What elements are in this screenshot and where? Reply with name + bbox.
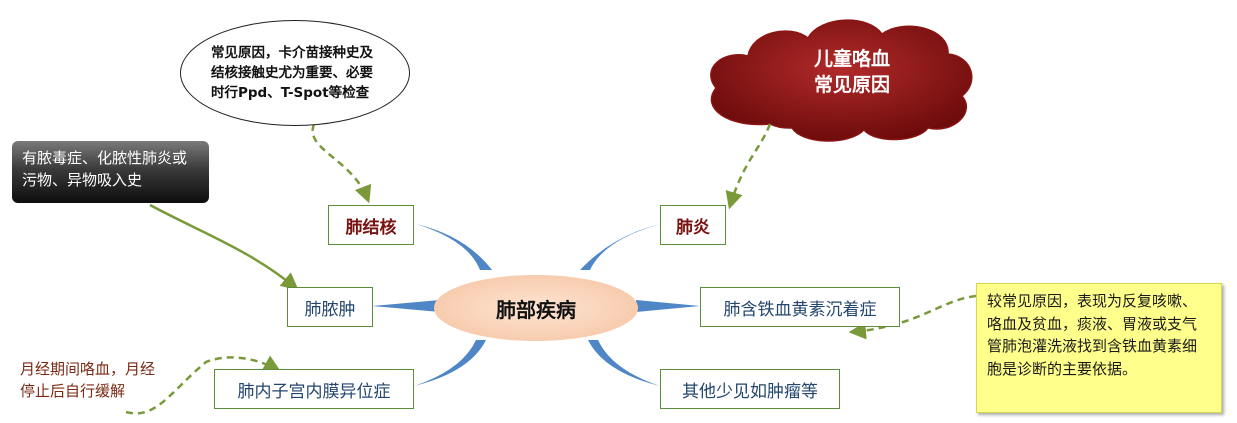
node-hemosiderosis[interactable]: 肺含铁血黄素沉着症 [700, 287, 900, 327]
connector-tb [311, 123, 372, 204]
connector-hemosiderosis [848, 294, 977, 340]
branch-endometriosis [414, 340, 486, 386]
cloud-shape [710, 19, 973, 142]
abscess-note-box: 有脓毒症、化脓性肺炎或污物、异物吸入史 [12, 141, 209, 203]
node-endometriosis-label: 肺内子宫内膜异位症 [237, 381, 391, 402]
cloud-title-line2: 常见原因 [813, 74, 890, 96]
center-node[interactable]: 肺部疾病 [434, 275, 638, 341]
tb-note-text: 常见原因，卡介苗接种史及结核接触史尤为重要、必要时行Ppd、T-Spot等检查 [211, 45, 373, 101]
connector-cloud [725, 123, 772, 210]
node-pneumonia-label: 肺炎 [676, 217, 710, 238]
node-tb-label: 肺结核 [345, 217, 397, 238]
branch-tb [416, 224, 492, 270]
node-hemosiderosis-label: 肺含铁血黄素沉着症 [723, 299, 877, 320]
dashed-connectors [125, 123, 977, 415]
connector-endometriosis [125, 355, 282, 415]
node-tb[interactable]: 肺结核 [328, 205, 414, 245]
endometriosis-note: 月经期间咯血，月经停止后自行缓解 [20, 358, 164, 402]
cloud-title: 儿童咯血 常见原因 [790, 46, 914, 98]
branch-tumor [588, 340, 660, 386]
cloud-title-line1: 儿童咯血 [813, 48, 890, 70]
node-tumor[interactable]: 其他少见如肿瘤等 [660, 369, 840, 409]
center-label: 肺部疾病 [496, 297, 576, 322]
tb-note-ellipse: 常见原因，卡介苗接种史及结核接触史尤为重要、必要时行Ppd、T-Spot等检查 [180, 20, 410, 126]
node-endometriosis[interactable]: 肺内子宫内膜异位症 [214, 369, 414, 409]
node-abscess[interactable]: 肺脓肿 [287, 287, 373, 327]
abscess-note-text: 有脓毒症、化脓性肺炎或污物、异物吸入史 [22, 149, 188, 189]
node-tumor-label: 其他少见如肿瘤等 [682, 381, 818, 402]
node-abscess-label: 肺脓肿 [304, 299, 356, 320]
node-pneumonia[interactable]: 肺炎 [660, 205, 726, 245]
branch-abscess [372, 300, 440, 312]
branch-hemosiderosis [636, 300, 700, 312]
endometriosis-note-text: 月经期间咯血，月经停止后自行缓解 [20, 360, 156, 400]
hemosiderosis-note-box: 较常见原因，表现为反复咳嗽、咯血及贫血，痰液、胃液或支气管肺泡灌洗液找到含铁血黄… [976, 283, 1222, 413]
branches [372, 224, 700, 386]
connector-abscess [149, 203, 299, 291]
branch-pneumonia [580, 224, 660, 270]
hemosiderosis-note-text: 较常见原因，表现为反复咳嗽、咯血及贫血，痰液、胃液或支气管肺泡灌洗液找到含铁血黄… [987, 292, 1198, 378]
